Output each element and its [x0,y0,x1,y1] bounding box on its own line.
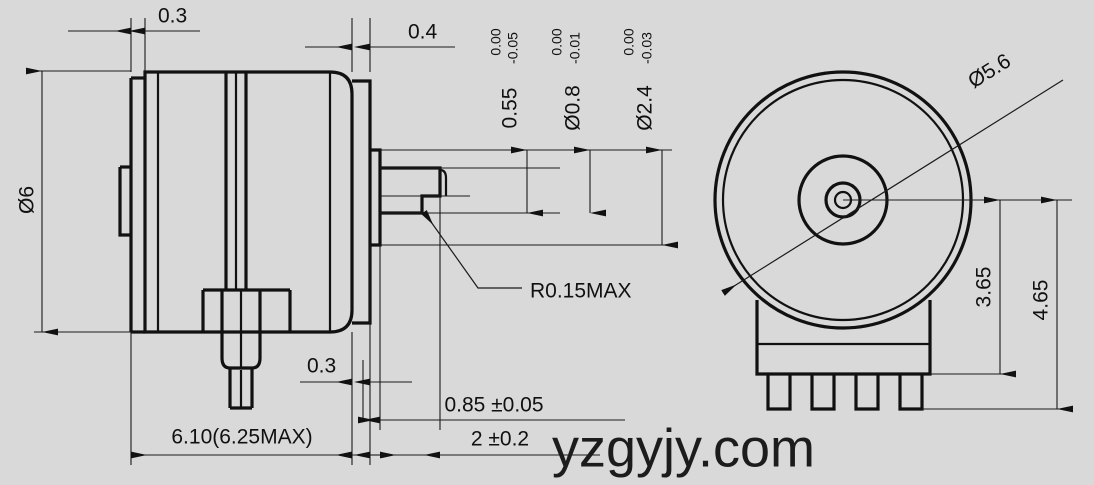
front-view-geometry: Ø5.6 [713,49,1064,411]
site-watermark: yzgyjy.com [552,418,815,478]
dim-shaft-flat-group: 0.55 0.00 -0.05 [488,28,522,128]
front-base-block [755,300,932,376]
dim-shaft-main-tol-upper: 0.00 [621,28,637,55]
front-pin-3 [854,374,880,411]
shaft-tip-radius [439,168,448,196]
dim-body-length: 6.10(6.25MAX) [171,426,312,449]
side-view-dimensions: Ø6 0.3 0.4 0.55 0.00 -0.05 [16,5,678,336]
dim-shaft-projection: 2 ±0.2 [471,428,529,451]
front-pin-4 [898,374,924,411]
body-outline [143,70,354,334]
front-view-dimensions: 3.65 4.65 [843,196,1073,413]
dim-bezel-step-top: 0.3 [158,5,187,28]
dim-bushing-length: 0.85 ±0.05 [444,394,543,417]
dim-corner-radius-note: R0.15MAX [530,280,632,303]
front-pin-2 [810,374,836,411]
dim-shaft-collar-width: 0.4 [408,21,438,44]
leader-front-diameter [721,79,1064,296]
dim-shaft-small-dia: Ø0.8 [562,85,585,131]
dim-pin-height-inner: 3.65 [973,267,996,308]
rear-tab-outline [118,167,131,237]
dim-front-outer-dia: Ø5.6 [964,49,1015,93]
dim-shaft-flat-length: 0.55 [499,88,522,129]
dim-shaft-main-group: Ø2.4 0.00 -0.03 [621,28,657,131]
dim-shaft-main-dia: Ø2.4 [634,85,657,131]
dim-bezel-step-bottom: 0.3 [307,355,336,378]
bottom-dimensions: 6.10(6.25MAX) 0.3 0.85 ±0.05 2 ±0.2 [130,196,625,465]
bushing-collar [370,148,382,247]
shaft-profile [380,166,442,215]
dim-shaft-small-group: Ø0.8 0.00 -0.01 [549,28,585,131]
dim-shaft-small-tol-lower: -0.01 [567,32,583,64]
dim-shaft-flat-tol-upper: 0.00 [488,28,504,55]
dim-shaft-flat-tol-lower: -0.05 [505,32,521,64]
dim-shaft-small-tol-upper: 0.00 [549,28,565,55]
leader-corner-radius [421,210,522,289]
dim-body-diameter: Ø6 [16,186,39,214]
front-pin-1 [766,374,792,411]
dim-shaft-main-tol-lower: -0.03 [639,32,655,64]
side-view-geometry [118,70,448,410]
front-plate [352,79,372,325]
dim-pin-height-outer: 4.65 [1030,280,1053,321]
